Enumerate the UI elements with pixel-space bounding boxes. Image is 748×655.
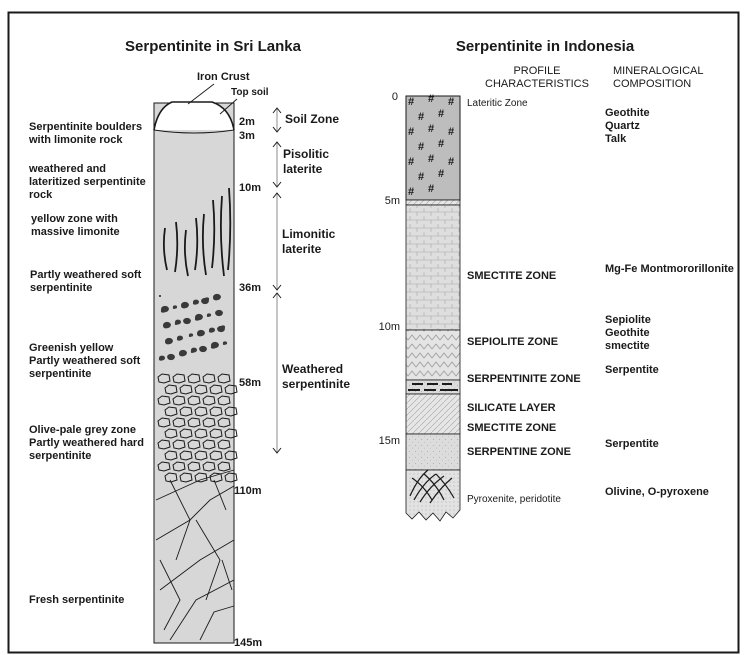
hash-symbol: # [428,183,434,195]
hash-symbol: # [408,126,414,138]
sri-lanka-layer-label: weathered and [28,163,106,175]
sri-lanka-zone-label: Soil Zone [285,112,339,126]
sri-lanka-layer-label: yellow zone with [31,213,118,225]
hash-symbol: # [408,96,414,108]
profile-header-line2: CHARACTERISTICS [485,78,589,90]
sri-lanka-layer-label: rock [29,189,53,201]
sri-lanka-layer-label: Partly weathered soft [29,355,141,367]
indonesia-mineral-label: Serpentite [605,438,659,450]
sri-lanka-zone-label: laterite [283,162,323,176]
mineral-header-line1: MINERALOGICAL [613,65,703,77]
indonesia-mineral-label: Geothite [605,107,650,119]
sri-lanka-layer-label: serpentinite [29,450,91,462]
indonesia-profile-label: SMECTITE ZONE [467,422,556,434]
indonesia-mineral-label: Sepiolite [605,314,651,326]
indonesia-depth-tick: 0 [392,91,398,103]
sri-lanka-layer-label: Olive-pale grey zone [29,424,136,436]
indonesia-mineral-label: Talk [605,133,627,145]
profile-header-line1: PROFILE [513,65,560,77]
indonesia-profile-label: SEPIOLITE ZONE [467,336,558,348]
sri-lanka-depth-label: 2m [239,116,255,128]
sri-lanka-depth-label: 145m [234,637,262,649]
hash-symbol: # [428,93,434,105]
hash-symbol: # [448,156,454,168]
sri-lanka-layer-label: serpentinite [30,282,92,294]
top-soil-label: Top soil [231,87,269,98]
indonesia-column: # # # # # # # # # # # # # # # # # [406,93,460,521]
indonesia-profile-label: SMECTITE ZONE [467,270,556,282]
indonesia-mineral-label: smectite [605,340,650,352]
hash-symbol: # [428,123,434,135]
sri-lanka-layer-label: Partly weathered soft [30,269,142,281]
sri-lanka-column [154,102,237,643]
indonesia-title: Serpentinite in Indonesia [456,38,635,55]
hash-symbol: # [438,108,444,120]
sri-lanka-zone-label: serpentinite [282,377,350,391]
sri-lanka-depth-label: 110m [234,485,262,497]
indonesia-depth-tick: 10m [379,321,400,333]
hash-symbol: # [448,96,454,108]
sri-lanka-layer-label: Partly weathered hard [29,437,144,449]
sri-lanka-layer-label: Fresh serpentinite [29,594,124,606]
sri-lanka-depth-label: 58m [239,377,261,389]
indonesia-depth-tick: 15m [379,435,400,447]
sri-lanka-zone-label: Weathered [282,362,343,376]
iron-crust-label: Iron Crust [197,71,250,83]
indonesia-profile-label: SERPENTINE ZONE [467,446,571,458]
sri-lanka-layer-label: Serpentinite boulders [29,121,142,133]
sri-lanka-layer-label: lateritized serpentinite [29,176,146,188]
sri-lanka-depth-label: 36m [239,282,261,294]
sri-lanka-layer-label: with limonite rock [28,134,123,146]
sri-lanka-layer-label: massive limonite [31,226,120,238]
sri-lanka-depth-label: 10m [239,182,261,194]
indonesia-profile-label: SILICATE LAYER [467,402,556,414]
indonesia-profile-label: Pyroxenite, peridotite [467,494,561,505]
indonesia-mineral-label: Serpentite [605,364,659,376]
hash-symbol: # [408,186,414,198]
sri-lanka-title: Serpentinite in Sri Lanka [125,38,302,55]
sri-lanka-zone-label: laterite [282,242,322,256]
hash-symbol: # [408,156,414,168]
hash-symbol: # [448,126,454,138]
indonesia-mineral-label: Olivine, O-pyroxene [605,486,709,498]
sri-lanka-layer-label: Greenish yellow [29,342,114,354]
indonesia-depth-tick: 5m [385,195,400,207]
indonesia-mineral-label: Quartz [605,120,640,132]
indonesia-profile-label: SERPENTINITE ZONE [467,373,581,385]
indonesia-mineral-label: Mg-Fe Montmororillonite [605,263,734,275]
hash-symbol: # [428,153,434,165]
hash-symbol: # [418,171,424,183]
sri-lanka-zone-label: Pisolitic [283,147,329,161]
sri-lanka-layer-label: serpentinite [29,368,91,380]
hash-symbol: # [438,138,444,150]
sri-lanka-zone-label: Limonitic [282,227,336,241]
indonesia-mineral-label: Geothite [605,327,650,339]
hash-symbol: # [418,111,424,123]
hash-symbol: # [418,141,424,153]
sri-lanka-depth-label: 3m [239,130,255,142]
indonesia-profile-label: Lateritic Zone [467,98,528,109]
hash-symbol: # [438,168,444,180]
mineral-header-line2: COMPOSITION [613,78,691,90]
